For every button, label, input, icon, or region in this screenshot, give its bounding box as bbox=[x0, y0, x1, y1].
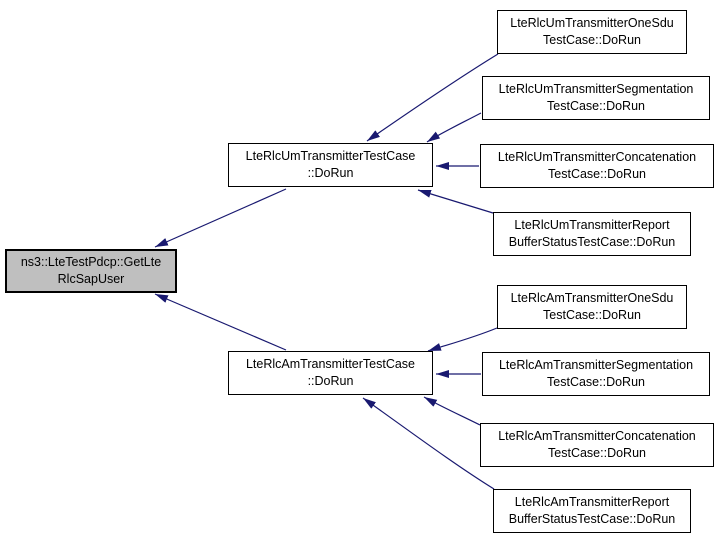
node-label: LteRlcUmTransmitterOneSdu bbox=[510, 15, 674, 30]
node-label: LteRlcAmTransmitterOneSdu bbox=[510, 290, 674, 305]
node-label: BufferStatusTestCase::DoRun bbox=[508, 512, 676, 526]
node-label: ::DoRun bbox=[307, 166, 354, 180]
node-am-transmitter-dorun[interactable]: LteRlcAmTransmitterTestCase::DoRun bbox=[228, 351, 433, 395]
node-label: TestCase::DoRun bbox=[547, 99, 645, 113]
node-label: LteRlcUmTransmitterReport bbox=[514, 217, 670, 232]
edge-am-transmitter-dorun-to-get-lte-rlc-sap-user bbox=[154, 293, 287, 351]
edge-am-onesdu-dorun-to-am-transmitter-dorun bbox=[427, 327, 498, 352]
node-label: BufferStatusTestCase::DoRun bbox=[508, 235, 676, 249]
node-label: TestCase::DoRun bbox=[548, 446, 646, 460]
node-label: TestCase::DoRun bbox=[543, 308, 641, 322]
node-label: LteRlcUmTransmitterSegmentation bbox=[498, 81, 694, 96]
node-label: RlcSapUser bbox=[57, 272, 125, 286]
node-label: ns3::LteTestPdcp::GetLte bbox=[20, 254, 162, 269]
node-um-transmitter-dorun[interactable]: LteRlcUmTransmitterTestCase::DoRun bbox=[228, 143, 433, 187]
edge-am-reportbufferstatus-dorun-to-am-transmitter-dorun bbox=[362, 397, 495, 490]
edge-um-onesdu-dorun-to-um-transmitter-dorun bbox=[366, 53, 499, 142]
node-label: LteRlcAmTransmitterConcatenation bbox=[498, 428, 696, 443]
edge-um-reportbufferstatus-dorun-to-um-transmitter-dorun bbox=[417, 189, 494, 214]
node-label: LteRlcAmTransmitterSegmentation bbox=[498, 357, 694, 372]
node-label: LteRlcAmTransmitterReport bbox=[514, 494, 670, 509]
node-label: LteRlcUmTransmitterConcatenation bbox=[497, 149, 697, 164]
node-label: TestCase::DoRun bbox=[543, 33, 641, 47]
edge-am-concatenation-dorun-to-am-transmitter-dorun bbox=[423, 396, 481, 426]
node-label: ::DoRun bbox=[307, 374, 354, 388]
node-label: LteRlcAmTransmitterTestCase bbox=[245, 356, 416, 371]
edge-um-segmentation-dorun-to-um-transmitter-dorun bbox=[426, 112, 482, 143]
edge-um-transmitter-dorun-to-get-lte-rlc-sap-user bbox=[154, 188, 287, 248]
node-label: TestCase::DoRun bbox=[547, 375, 645, 389]
node-label: TestCase::DoRun bbox=[548, 167, 646, 181]
node-label: LteRlcUmTransmitterTestCase bbox=[245, 148, 416, 163]
